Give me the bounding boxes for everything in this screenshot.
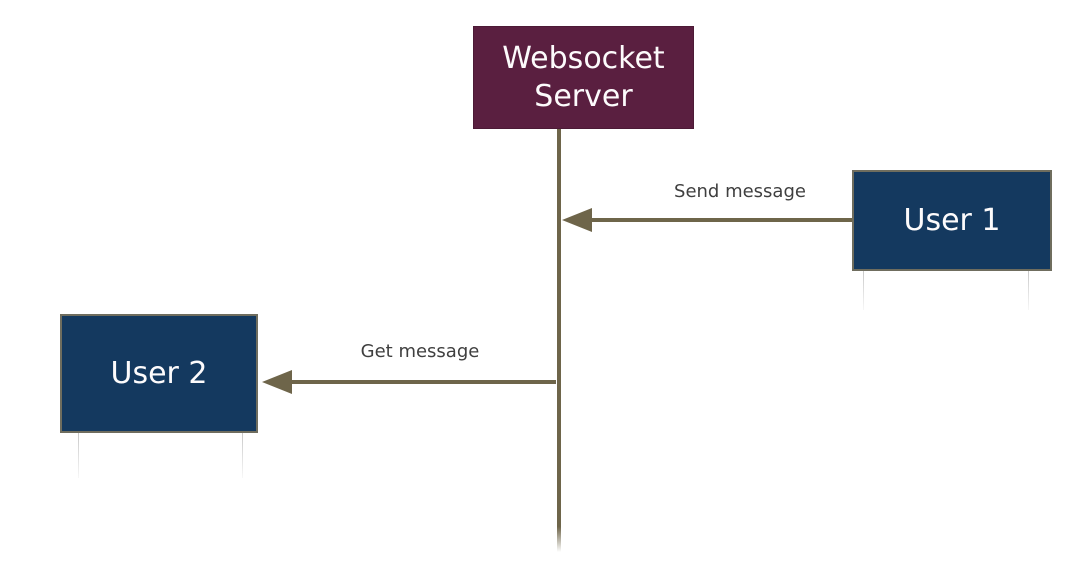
send-message-arrowhead-icon [562,208,592,232]
get-message-arrowhead-icon [262,370,292,394]
node-user2-label: User 2 [110,356,208,391]
get-message-arrow-shaft [288,380,556,384]
node-websocket-server: Websocket Server [473,26,694,129]
node-websocket-server-label: Websocket Server [502,40,665,114]
edge-label-send-message: Send message [674,181,806,202]
user2-droplink-right [242,433,243,478]
user2-droplink-left [78,433,79,478]
user1-droplink-right [1028,271,1029,310]
get-message-arrow [262,370,556,394]
node-user2: User 2 [60,314,258,433]
send-message-arrow [562,208,852,232]
send-message-arrow-shaft [588,218,852,222]
edge-label-get-message: Get message [360,341,480,362]
server-lifeline [557,129,561,552]
node-user1: User 1 [852,170,1052,271]
user1-droplink-left [863,271,864,310]
node-user1-label: User 1 [903,203,1001,238]
